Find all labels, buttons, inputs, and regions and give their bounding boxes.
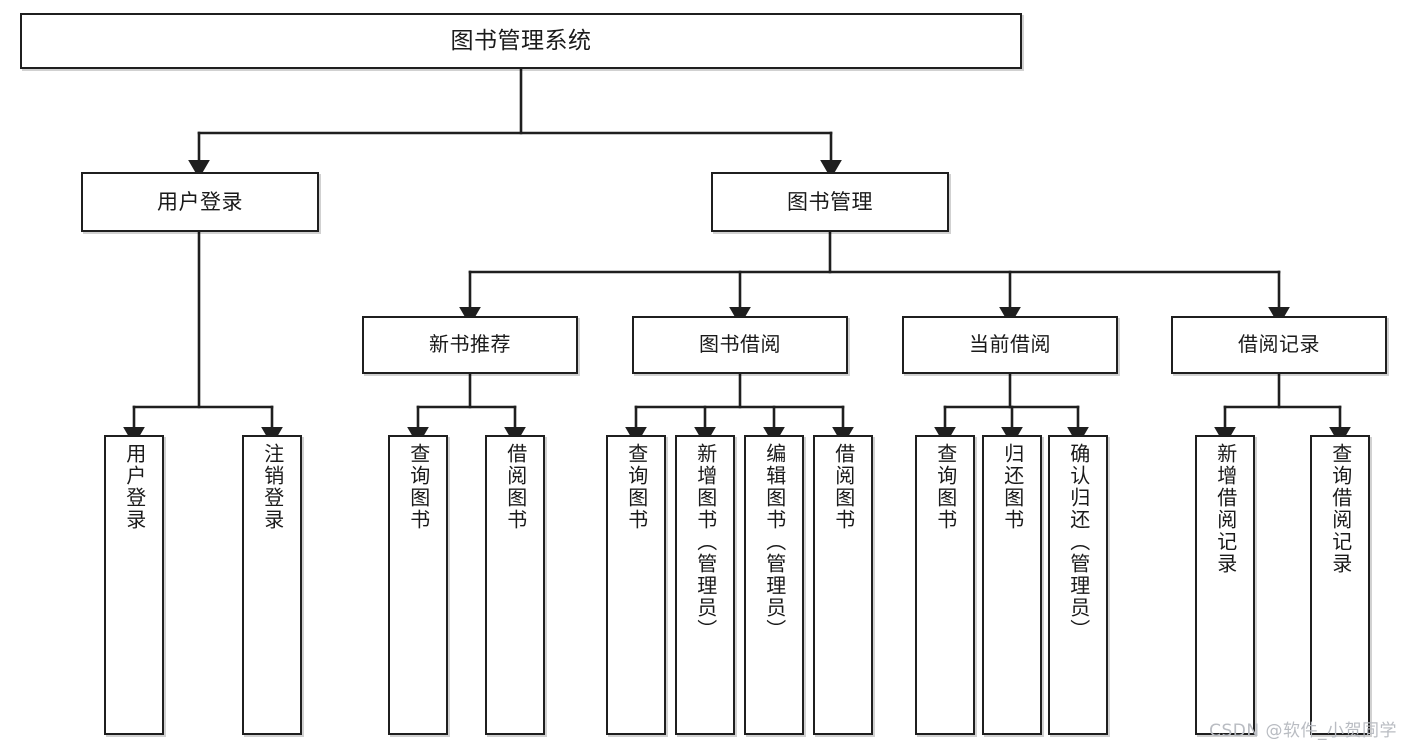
node-book-management-label: 图书管理 xyxy=(787,189,873,214)
leaf-current-query-book[interactable]: 查询图书 xyxy=(915,435,975,735)
leaf-current-confirm-return-label: 确认归还（管理员） xyxy=(1066,443,1091,641)
leaf-new-book-query-label: 查询图书 xyxy=(406,443,431,531)
leaf-new-book-query[interactable]: 查询图书 xyxy=(388,435,448,735)
leaf-current-confirm-return[interactable]: 确认归还（管理员） xyxy=(1048,435,1108,735)
leaf-user-login-logout-label: 注销登录 xyxy=(260,443,285,531)
node-new-book-recommend[interactable]: 新书推荐 xyxy=(362,316,578,374)
node-user-login-label: 用户登录 xyxy=(157,189,243,214)
node-current-borrow-label: 当前借阅 xyxy=(969,332,1051,357)
leaf-records-add-record[interactable]: 新增借阅记录 xyxy=(1195,435,1255,735)
leaf-borrow-edit-book-label: 编辑图书（管理员） xyxy=(762,443,787,641)
leaf-borrow-query-book[interactable]: 查询图书 xyxy=(606,435,666,735)
node-root[interactable]: 图书管理系统 xyxy=(20,13,1022,69)
node-root-label: 图书管理系统 xyxy=(450,27,592,54)
leaf-current-return-book-label: 归还图书 xyxy=(1000,443,1025,531)
node-book-borrow-label: 图书借阅 xyxy=(699,332,781,357)
leaf-borrow-add-book-label: 新增图书（管理员） xyxy=(693,443,718,641)
leaf-borrow-edit-book[interactable]: 编辑图书（管理员） xyxy=(744,435,804,735)
leaf-borrow-add-book[interactable]: 新增图书（管理员） xyxy=(675,435,735,735)
leaf-user-login-login-label: 用户登录 xyxy=(122,443,147,531)
node-book-borrow[interactable]: 图书借阅 xyxy=(632,316,848,374)
leaf-borrow-borrow-book-label: 借阅图书 xyxy=(831,443,856,531)
node-new-book-recommend-label: 新书推荐 xyxy=(429,332,511,357)
leaf-new-book-borrow[interactable]: 借阅图书 xyxy=(485,435,545,735)
leaf-user-login-login[interactable]: 用户登录 xyxy=(104,435,164,735)
node-borrow-records[interactable]: 借阅记录 xyxy=(1171,316,1387,374)
leaf-current-return-book[interactable]: 归还图书 xyxy=(982,435,1042,735)
leaf-borrow-query-book-label: 查询图书 xyxy=(624,443,649,531)
leaf-borrow-borrow-book[interactable]: 借阅图书 xyxy=(813,435,873,735)
node-current-borrow[interactable]: 当前借阅 xyxy=(902,316,1118,374)
leaf-user-login-logout[interactable]: 注销登录 xyxy=(242,435,302,735)
leaf-records-add-record-label: 新增借阅记录 xyxy=(1213,443,1238,575)
node-book-management[interactable]: 图书管理 xyxy=(711,172,949,232)
leaf-records-query-record-label: 查询借阅记录 xyxy=(1328,443,1353,575)
node-user-login[interactable]: 用户登录 xyxy=(81,172,319,232)
leaf-current-query-book-label: 查询图书 xyxy=(933,443,958,531)
node-borrow-records-label: 借阅记录 xyxy=(1238,332,1320,357)
leaf-records-query-record[interactable]: 查询借阅记录 xyxy=(1310,435,1370,735)
csdn-watermark: CSDN @软件_小贺同学 xyxy=(1209,721,1397,741)
leaf-new-book-borrow-label: 借阅图书 xyxy=(503,443,528,531)
